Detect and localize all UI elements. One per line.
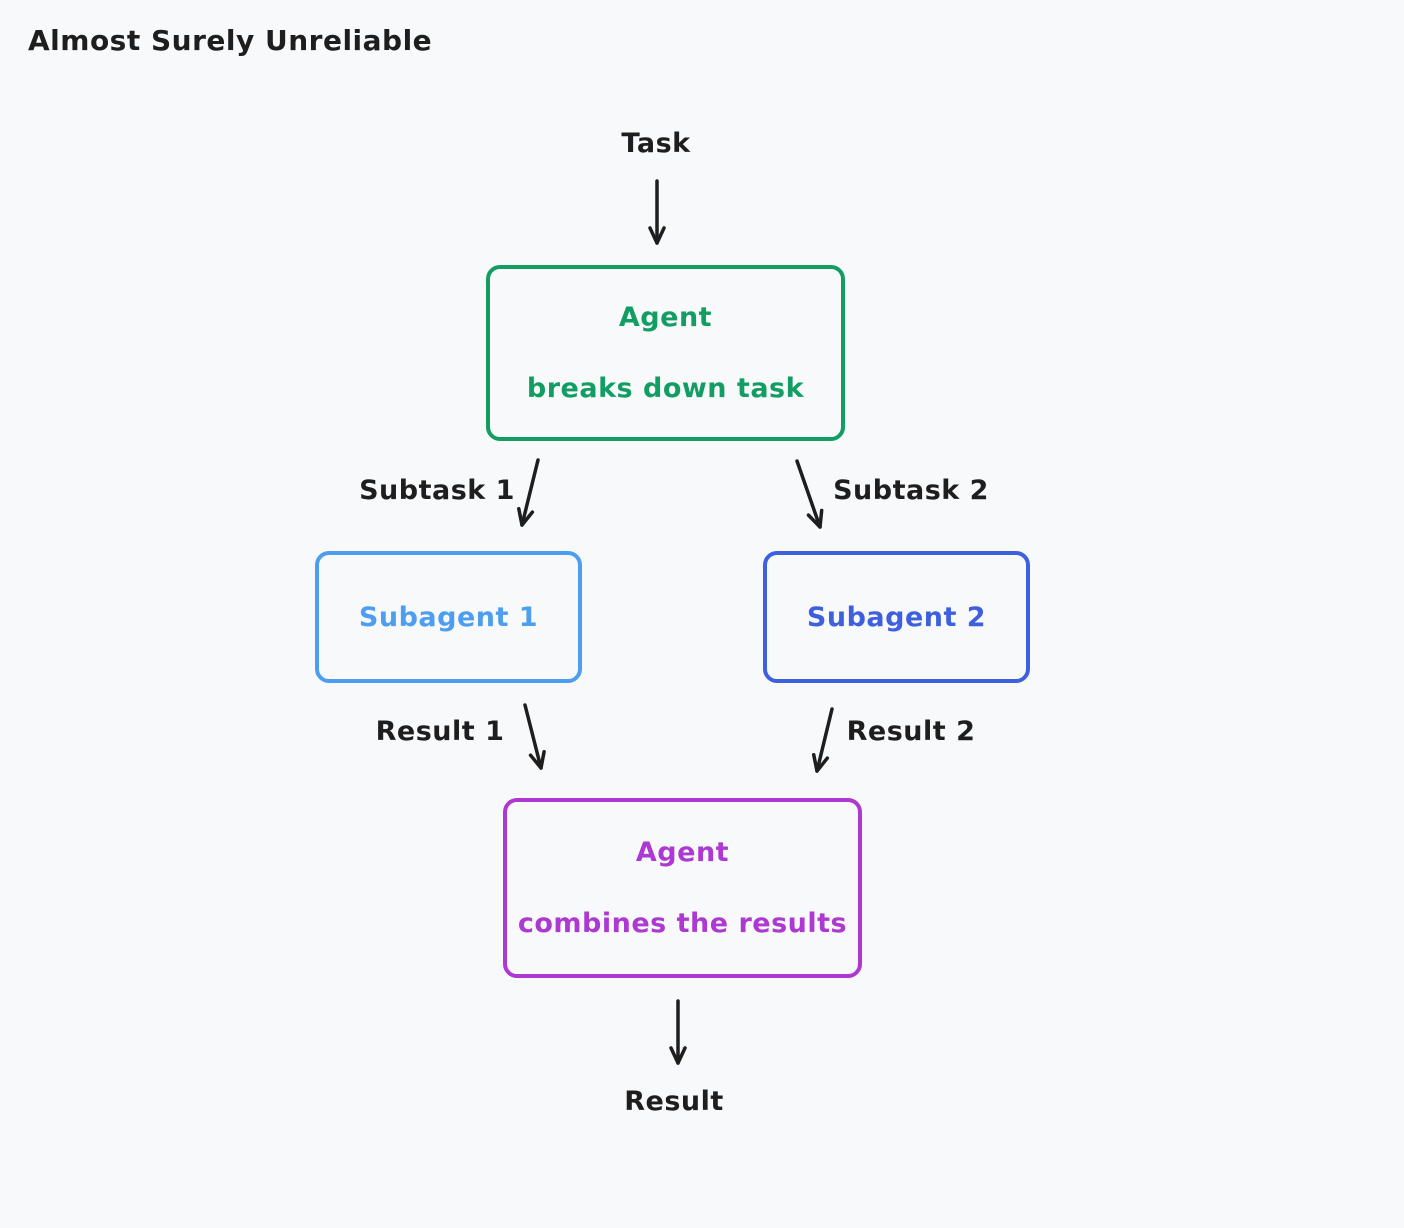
node-agent-breakdown-title: Agent <box>618 302 713 333</box>
arrow-subagent1-to-combine <box>523 703 546 770</box>
node-agent-combine-subtitle: combines the results <box>517 908 848 939</box>
result1-label: Result 1 <box>375 716 505 747</box>
node-agent-breakdown: Agent breaks down task <box>486 265 845 441</box>
node-subagent1-title: Subagent 1 <box>358 601 539 633</box>
node-agent-combine-title: Agent <box>635 837 730 868</box>
arrow-agent-to-subagent1 <box>517 458 540 527</box>
subtask2-label: Subtask 2 <box>833 475 989 506</box>
task-label: Task <box>621 128 691 159</box>
arrow-agent-to-subagent2 <box>795 459 824 529</box>
node-agent-combine: Agent combines the results <box>503 798 862 978</box>
node-subagent2-title: Subagent 2 <box>806 601 987 633</box>
subtask1-label: Subtask 1 <box>359 475 515 506</box>
arrow-subagent2-to-combine <box>811 707 834 773</box>
node-agent-breakdown-subtitle: breaks down task <box>526 373 805 404</box>
result-label: Result <box>624 1086 724 1117</box>
node-subagent2: Subagent 2 <box>763 551 1030 683</box>
page-title: Almost Surely Unreliable <box>28 24 433 57</box>
node-subagent1: Subagent 1 <box>315 551 582 683</box>
result2-label: Result 2 <box>846 716 976 747</box>
